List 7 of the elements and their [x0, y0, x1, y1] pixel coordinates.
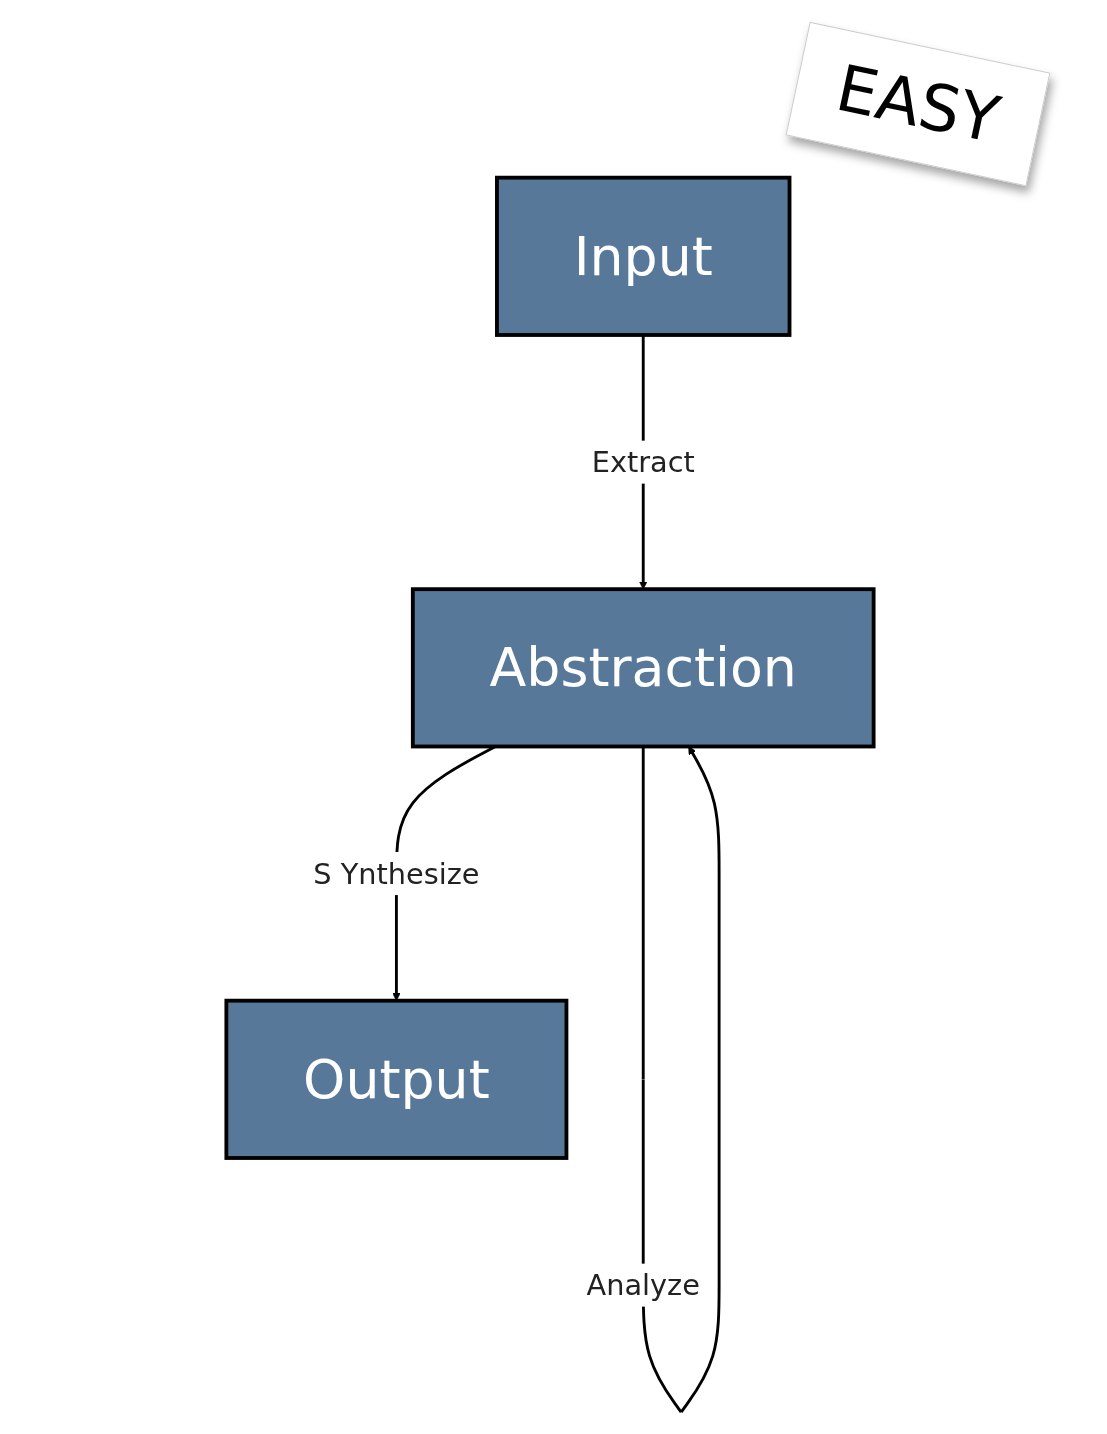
node-box: Input — [495, 175, 792, 337]
sticky-note: EASY — [785, 21, 1051, 187]
edge-label: Extract — [591, 445, 695, 479]
node-box: Output — [224, 998, 569, 1160]
edge-label: Analyze — [586, 1268, 700, 1302]
node-box: Abstraction — [410, 587, 876, 749]
edge-label: S Ynthesize — [313, 856, 480, 891]
